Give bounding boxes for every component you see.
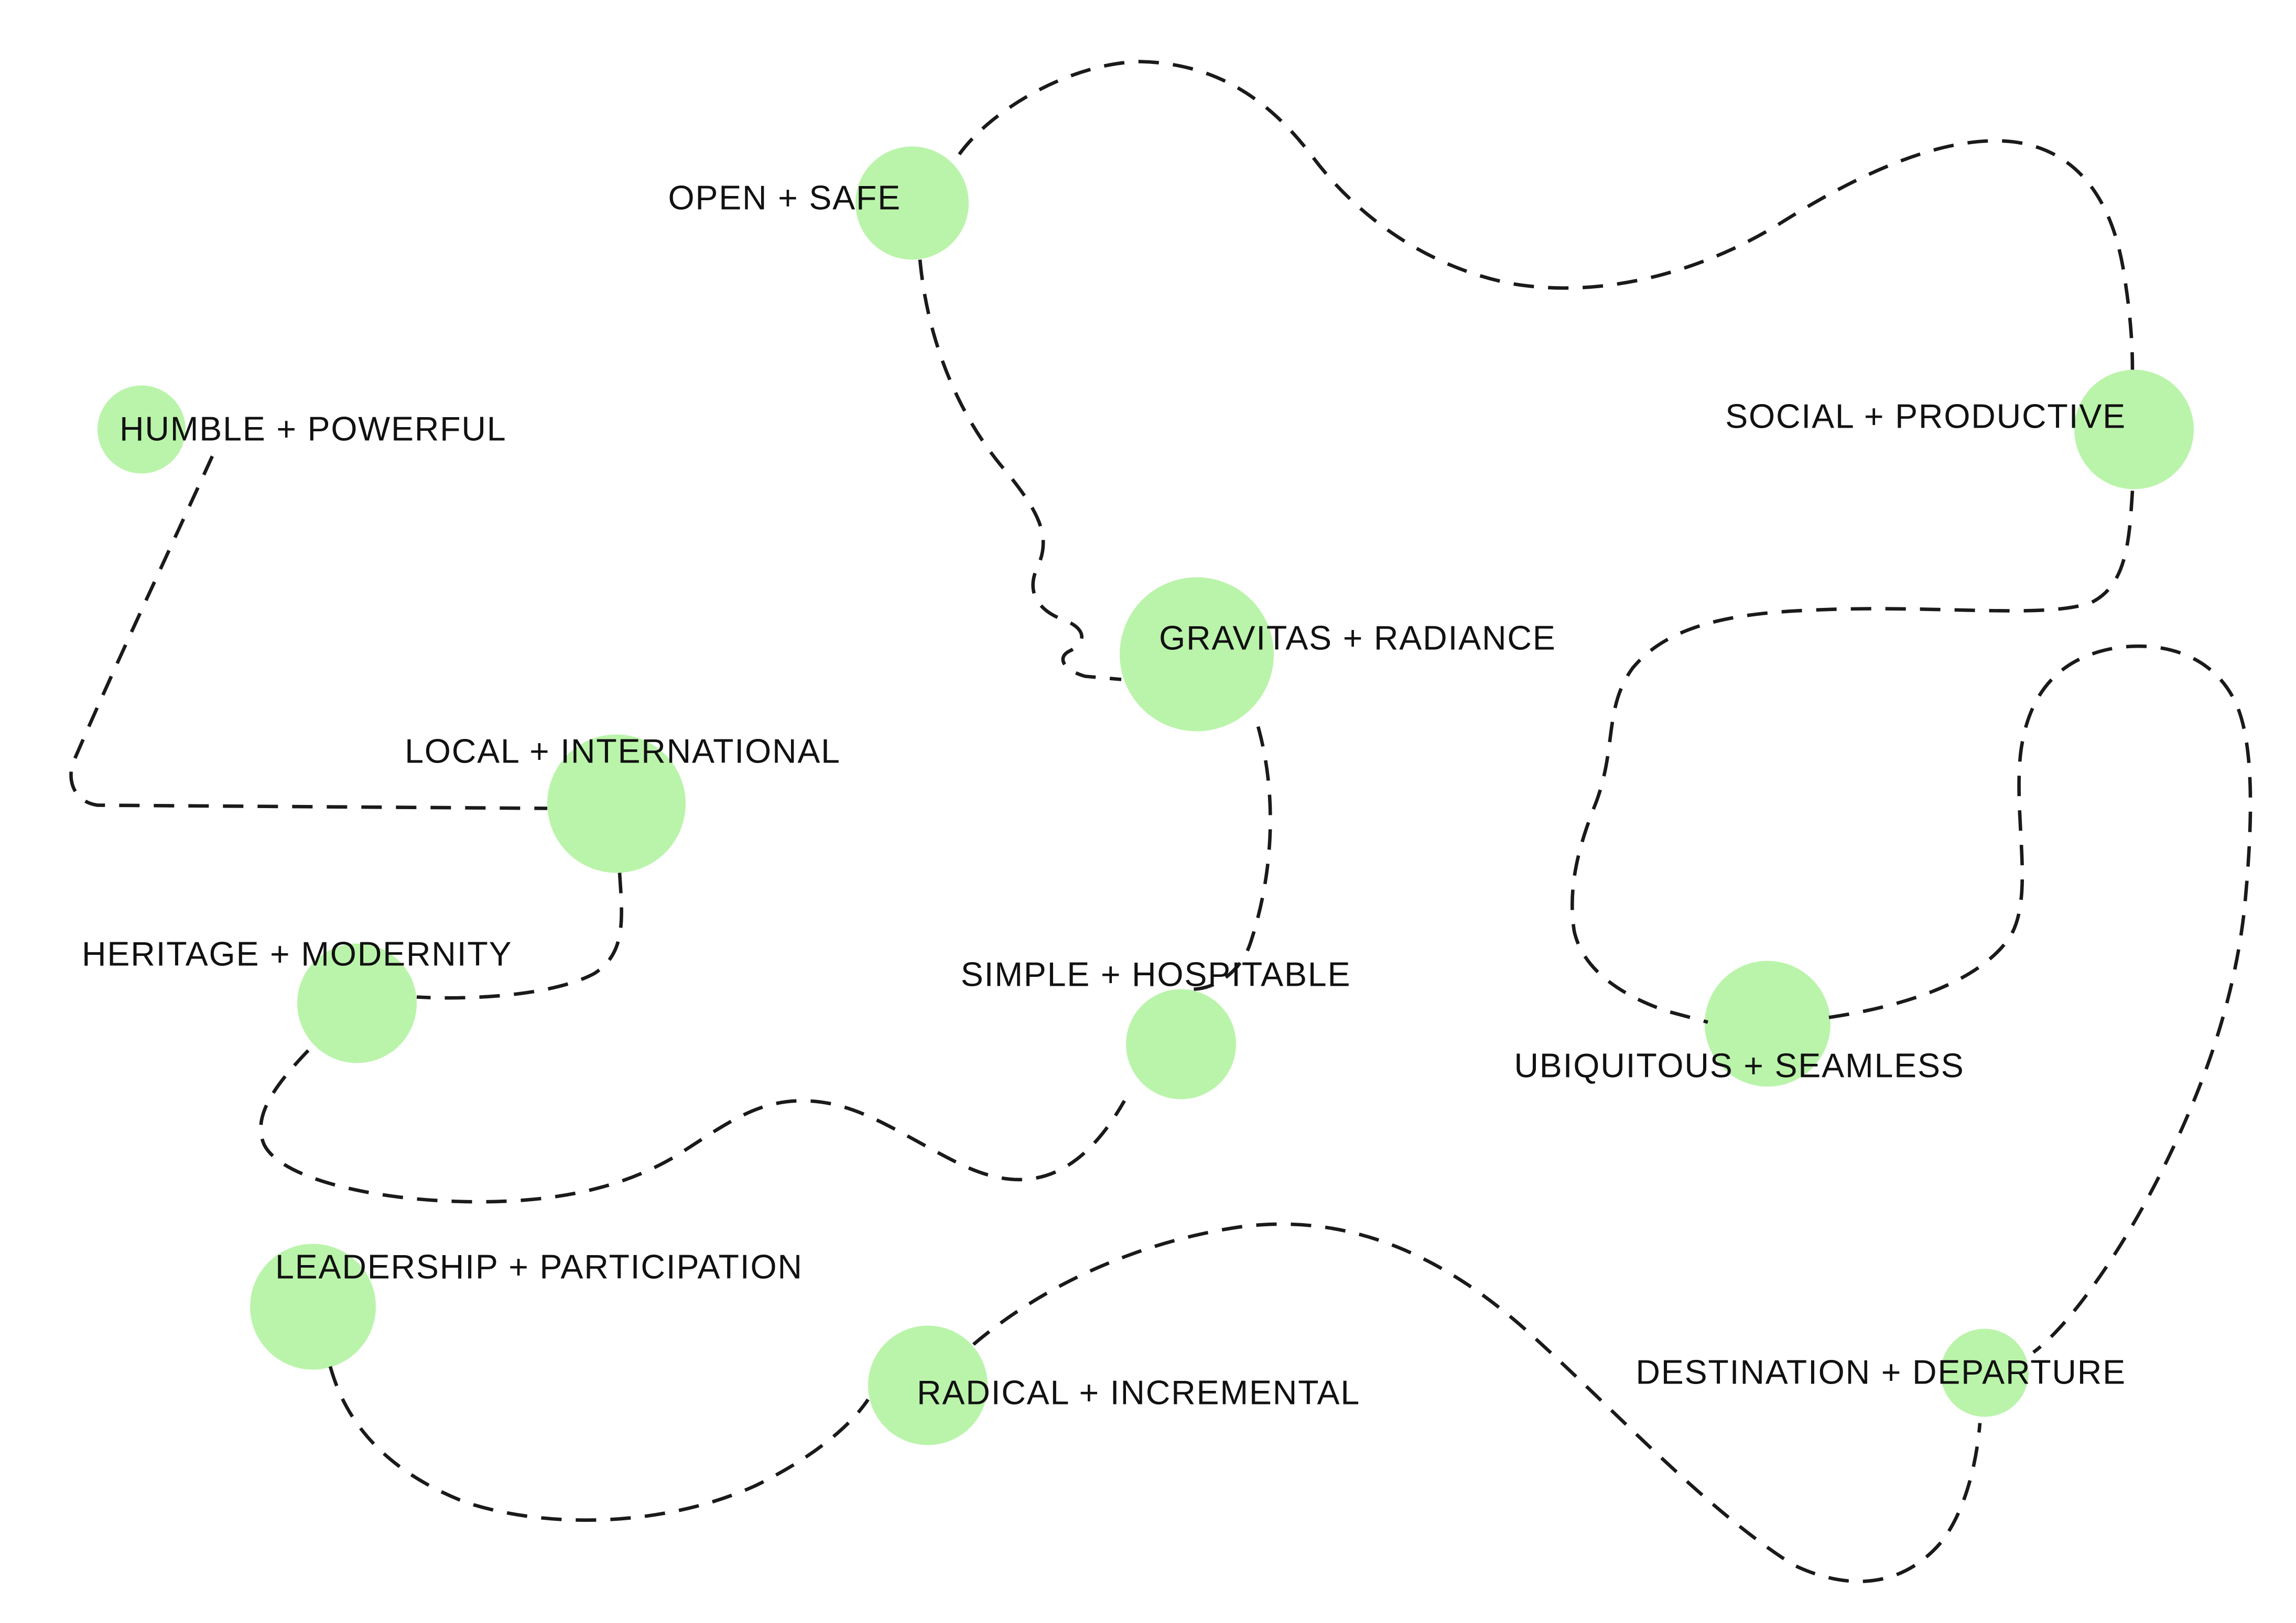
- node-circle-local-international: [547, 734, 686, 873]
- node-labels-layer: OPEN + SAFE HUMBLE + POWERFUL SOCIAL + PRO…: [82, 179, 2126, 1412]
- node-circle-open-safe: [855, 146, 969, 260]
- trail-leadership-to-radical: [328, 1366, 870, 1522]
- node-label-social-productive: SOCIAL + PRODUCTIVE: [1725, 398, 2126, 435]
- node-label-ubiquitous-seamless: UBIQUITOUS + SEAMLESS: [1514, 1047, 1964, 1085]
- node-circle-gravitas-radiance: [1120, 577, 1274, 732]
- trail-radical-to-destination: [972, 1222, 1982, 1583]
- trail-social-to-ubiquitous: [1571, 491, 2135, 1024]
- trail-heritage-to-simple: [259, 1049, 1126, 1204]
- node-circle-radical-incremental: [868, 1325, 988, 1445]
- node-label-simple-hospitable: SIMPLE + HOSPITABLE: [961, 956, 1351, 994]
- node-circle-social-productive: [2074, 369, 2194, 489]
- node-circles-layer: [98, 146, 2194, 1445]
- trail-local-to-heritage: [416, 873, 623, 1000]
- node-label-radical-incremental: RADICAL + INCREMENTAL: [917, 1374, 1360, 1412]
- node-circle-heritage-modernity: [297, 943, 417, 1063]
- trail-ubiquitous-to-destination: [1828, 644, 2252, 1354]
- node-circle-leadership-participation: [250, 1244, 376, 1370]
- node-label-destination-departure: DESTINATION + DEPARTURE: [1636, 1354, 2126, 1391]
- trail-humble-to-local: [69, 455, 548, 810]
- node-circle-ubiquitous-seamless: [1705, 961, 1831, 1087]
- node-circle-destination-departure: [1941, 1328, 2029, 1417]
- node-label-local-international: LOCAL + INTERNATIONAL: [405, 733, 841, 770]
- node-label-humble-powerful: HUMBLE + POWERFUL: [120, 410, 506, 448]
- trail-open-to-social: [958, 60, 2135, 370]
- trail-open-to-gravitas: [918, 259, 1122, 681]
- node-label-open-safe: OPEN + SAFE: [668, 179, 901, 217]
- trail-paths-layer: [69, 60, 2252, 1583]
- node-label-heritage-modernity: HERITAGE + MODERNITY: [82, 935, 512, 973]
- node-label-leadership-participation: LEADERSHIP + PARTICIPATION: [275, 1248, 803, 1286]
- node-label-gravitas-radiance: GRAVITAS + RADIANCE: [1159, 619, 1556, 657]
- trail-gravitas-to-simple: [1188, 726, 1272, 991]
- node-circle-simple-hospitable: [1126, 989, 1236, 1099]
- node-circle-humble-powerful: [98, 385, 186, 474]
